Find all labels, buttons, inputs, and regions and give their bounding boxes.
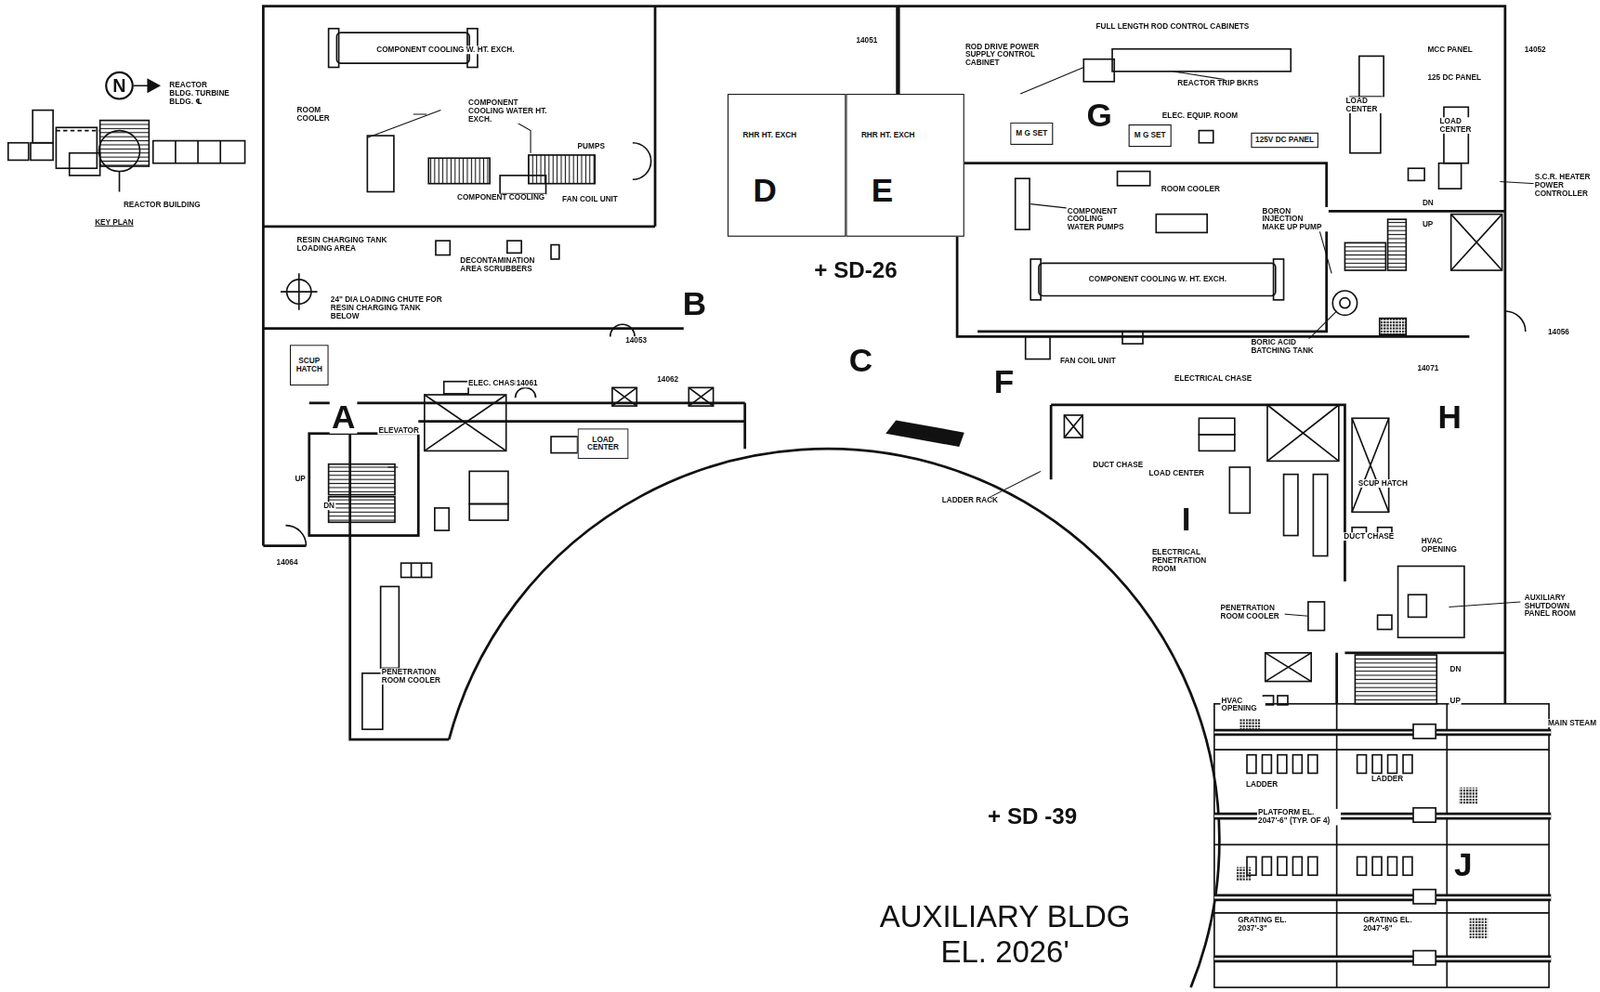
room-outline: RHR HT. EXCH E: [845, 93, 964, 237]
door-number: 14071: [1416, 364, 1440, 373]
area-letter: F: [991, 365, 1016, 398]
equipment-label: PENETRATION ROOM COOLER: [1219, 603, 1285, 621]
equipment-label: UP: [1421, 220, 1435, 229]
equipment-label: ROOM COOLER: [295, 105, 337, 123]
equipment-label: DN: [322, 501, 336, 511]
equipment-label: ELEVATOR: [377, 426, 420, 435]
equipment-label: HVAC OPENING: [1219, 696, 1265, 714]
equipment-label: REACTOR BUILDING: [122, 200, 202, 210]
equipment-label: GRATING EL. 2037'-3": [1236, 916, 1296, 933]
equipment-label: PENETRATION ROOM COOLER: [380, 668, 445, 685]
equipment-box: M G SET: [1009, 122, 1053, 145]
equipment-label: SCUP HATCH: [1357, 479, 1409, 488]
equipment-label: UP: [293, 475, 307, 485]
equipment-label: RESIN CHARGING TANK LOADING AREA: [295, 236, 400, 254]
area-letter: J: [1452, 849, 1475, 882]
equipment-box: 125V DC PANEL: [1250, 132, 1318, 148]
equipment-box: M G SET: [1128, 124, 1172, 147]
equipment-label: DUCT CHASE: [1091, 460, 1144, 470]
door-number: 14056: [1547, 328, 1571, 338]
equipment-label: COMPONENT COOLING W. HT. EXCH.: [375, 45, 515, 54]
equipment-label: ELEC. CHASE: [467, 380, 522, 389]
door-number: 14061: [515, 380, 539, 389]
equipment-box: SCUP HATCH: [289, 344, 329, 386]
equipment-label: ROOM COOLER: [1160, 185, 1221, 195]
equipment-label: M G SET: [1015, 129, 1048, 138]
room-letter: E: [871, 174, 893, 208]
area-letter: C: [847, 343, 876, 377]
equipment-label: LADDER: [1370, 775, 1405, 785]
equipment-label: GRATING EL. 2047'-6": [1362, 916, 1421, 933]
equipment-label: COMPONENT COOLING WATER PUMPS: [1066, 207, 1132, 233]
equipment-label: ELECTRICAL CHASE: [1173, 374, 1253, 383]
equipment-label: M G SET: [1134, 131, 1167, 141]
equipment-box: LOAD CENTER: [577, 428, 630, 460]
equipment-label: COMPONENT COOLING W. HT. EXCH.: [1088, 275, 1228, 285]
equipment-label: FAN COIL UNIT: [1059, 356, 1117, 366]
equipment-label: DN: [1448, 665, 1462, 674]
area-letter: H: [1435, 401, 1464, 434]
equipment-label: FULL LENGTH ROD CONTROL CABINETS: [1094, 22, 1250, 31]
equipment-label: COMPONENT COOLING WATER HT. EXCH.: [467, 99, 557, 125]
equipment-label: LOAD CENTER: [581, 435, 625, 453]
equipment-label: MAIN STEAM: [1547, 719, 1598, 728]
equipment-label: HVAC OPENING: [1420, 537, 1464, 555]
equipment-label: MCC PANEL: [1426, 45, 1474, 54]
equipment-label: LADDER: [1245, 780, 1280, 789]
equipment-label: ELEC. EQUIP. ROOM: [1161, 112, 1240, 121]
area-letter: B: [681, 288, 709, 321]
door-number: 14062: [655, 375, 680, 384]
equipment-label: COMPONENT COOLING: [456, 194, 546, 203]
plan-title: AUXILIARY BLDG: [877, 902, 1132, 933]
equipment-label: LOAD CENTER: [1438, 117, 1482, 134]
equipment-label: UP: [1448, 696, 1462, 706]
equipment-label: REACTOR BLDG. TURBINE BLDG. ℄: [168, 81, 234, 107]
equipment-label: KEY PLAN: [93, 218, 135, 227]
door-number: 14051: [854, 37, 879, 46]
north-letter: N: [112, 76, 126, 95]
equipment-label: SCUP HATCH: [293, 356, 325, 374]
equipment-label: BORIC ACID BATCHING TANK: [1249, 339, 1334, 356]
equipment-label: PUMPS: [576, 143, 605, 152]
equipment-label: 125V DC PANEL: [1255, 136, 1314, 145]
equipment-label: PLATFORM EL. 2047'-6" (TYP. OF 4): [1257, 809, 1341, 827]
room-outline: RHR HT. EXCH D: [727, 93, 846, 237]
equipment-label: DN: [1421, 198, 1435, 208]
equipment-label: 24" DIA LOADING CHUTE FOR RESIN CHARGING…: [329, 295, 445, 321]
equipment-label: LOAD CENTER: [1344, 96, 1393, 114]
room-equipment-label: RHR HT. EXCH: [861, 131, 916, 141]
door-number: 14064: [275, 559, 300, 568]
equipment-label: ELECTRICAL PENETRATION ROOM: [1151, 549, 1225, 575]
equipment-label: DECONTAMINATION AREA SCRUBBERS: [459, 257, 549, 275]
room-letter: D: [752, 174, 776, 208]
area-letter: I: [1180, 502, 1194, 536]
elevation-label: EL. 2026': [938, 936, 1072, 968]
equipment-label: LOAD CENTER: [1147, 469, 1206, 478]
door-number: 14053: [624, 336, 648, 345]
room-equipment-label: RHR HT. EXCH: [742, 131, 797, 141]
equipment-label: LADDER RACK: [941, 497, 1000, 506]
survey-point: + SD -39: [985, 806, 1079, 829]
north-compass: N: [104, 71, 134, 101]
area-letter: A: [329, 401, 358, 434]
equipment-label: DUCT CHASE: [1342, 532, 1395, 541]
equipment-label: ROD DRIVE POWER SUPPLY CONTROL CABINET: [964, 42, 1069, 68]
door-number: 14052: [1523, 45, 1548, 54]
equipment-label: FAN COIL UNIT: [561, 196, 619, 205]
survey-point: + SD-26: [812, 259, 900, 282]
equipment-label: BORON INJECTION MAKE UP PUMP: [1260, 207, 1328, 233]
equipment-label: 125 DC PANEL: [1426, 73, 1482, 82]
area-letter: G: [1084, 99, 1115, 132]
equipment-label: REACTOR TRIP BKRS: [1176, 79, 1260, 89]
equipment-label: AUXILIARY SHUTDOWN PANEL ROOM: [1523, 593, 1596, 619]
equipment-label: S.C.R. HEATER POWER CONTROLLER: [1534, 173, 1598, 199]
